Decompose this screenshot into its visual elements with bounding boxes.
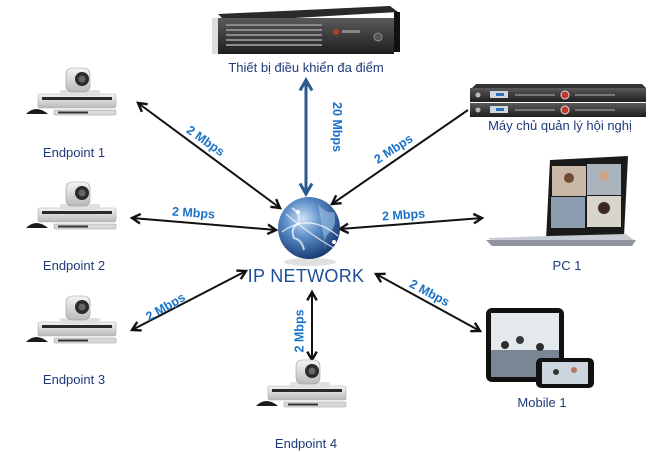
endpoint-1-device-icon (25, 67, 117, 116)
bandwidth-label-mcu: 20 Mbps (330, 101, 345, 153)
link-endpoint-2-arrow (129, 212, 279, 236)
node-label-conference-server: Máy chủ quản lý hội nghị (488, 118, 632, 133)
endpoint-4-device-icon (255, 359, 347, 408)
bandwidth-label-endpoint-2: 2 Mbps (171, 204, 216, 222)
bandwidth-label-endpoint-4: 2 Mbps (292, 309, 307, 353)
laptop-icon (486, 156, 636, 246)
node-label-pc-1: PC 1 (552, 258, 582, 273)
link-endpoint-1-arrow (136, 101, 282, 210)
endpoint-2-device-icon (25, 181, 117, 230)
link-conference-server-arrow (330, 109, 469, 206)
link-endpoint-3-arrow (129, 269, 249, 332)
bandwidth-label-pc-1: 2 Mbps (381, 206, 426, 224)
node-label-mobile-1: Mobile 1 (517, 395, 567, 410)
network-label: IP NETWORK (247, 266, 365, 286)
node-label-endpoint-2: Endpoint 2 (42, 258, 106, 273)
endpoint-3-device-icon (25, 295, 117, 344)
node-label-endpoint-1: Endpoint 1 (42, 145, 106, 160)
link-mobile-1-arrow (373, 272, 483, 333)
rack-server-icon (212, 6, 400, 54)
dual-rack-server-icon (470, 84, 646, 117)
tablet-phone-icon (486, 308, 594, 388)
node-label-mcu: Thiết bị điều khiển đa điểm (228, 60, 384, 75)
node-label-endpoint-4: Endpoint 4 (274, 436, 338, 451)
link-pc-1-arrow (337, 212, 485, 235)
globe-icon (278, 197, 340, 266)
node-label-endpoint-3: Endpoint 3 (42, 372, 106, 387)
